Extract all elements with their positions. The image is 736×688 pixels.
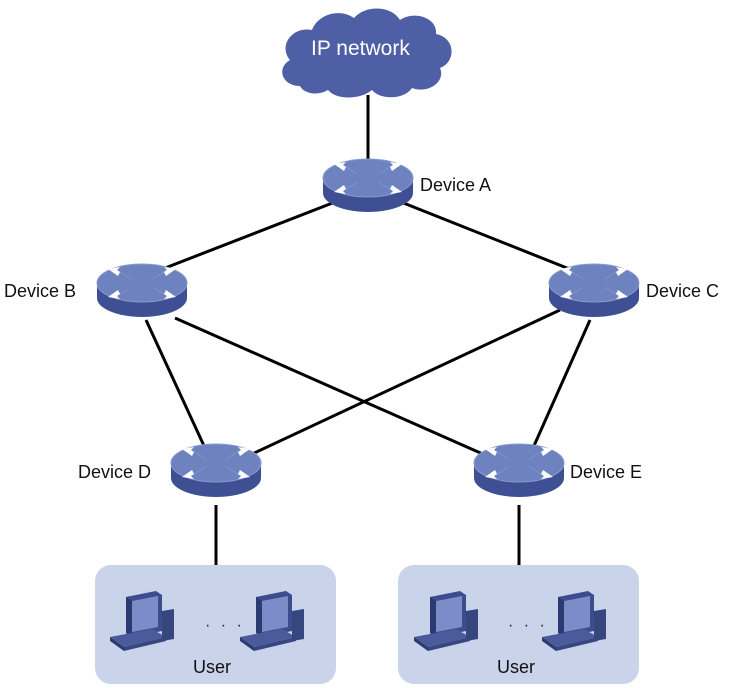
link-b-d — [144, 319, 207, 449]
device-d-label: Device D — [78, 462, 152, 482]
link-c-e — [531, 319, 592, 449]
device-a-switch-icon — [322, 158, 414, 213]
device-c-label: Device C — [646, 281, 720, 301]
device-d-switch-icon — [170, 443, 262, 498]
cloud-icon — [282, 8, 452, 98]
link-a-b — [159, 200, 336, 272]
device-a-label: Device A — [420, 175, 492, 195]
links — [144, 95, 592, 566]
device-e-switch-icon — [473, 443, 565, 498]
user-1-ellipsis: · · · — [205, 617, 245, 634]
user-2-label: User — [497, 657, 536, 677]
device-e-label: Device E — [570, 462, 643, 482]
device-b-switch-icon — [96, 263, 188, 318]
link-c-d — [249, 308, 561, 457]
device-b-label: Device B — [4, 281, 77, 301]
device-c-switch-icon — [548, 263, 640, 318]
user-1-label: User — [193, 657, 232, 677]
link-a-c — [400, 200, 573, 272]
user-2-ellipsis: · · · — [508, 617, 548, 634]
link-b-e — [174, 316, 486, 457]
cloud-label: IP network — [311, 37, 410, 60]
